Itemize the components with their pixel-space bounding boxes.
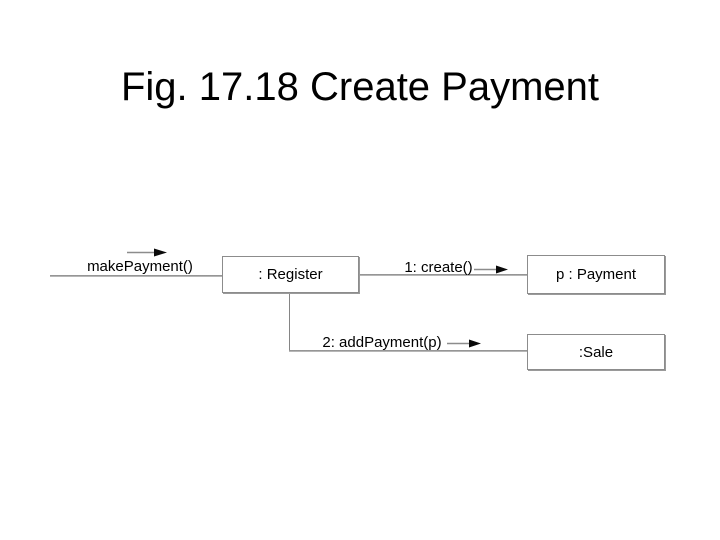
payment-object-box: p : Payment bbox=[527, 255, 665, 294]
register-object-box: : Register bbox=[222, 256, 359, 293]
link-line-register-sale-horizontal bbox=[289, 350, 528, 352]
sale-object-label: :Sale bbox=[578, 343, 614, 361]
register-object-label: : Register bbox=[258, 266, 323, 283]
message-label-add-payment: 2: addPayment(p) bbox=[322, 334, 442, 351]
sale-object-box: :Sale bbox=[527, 334, 665, 370]
message-direction-right-arrow-icon bbox=[474, 265, 508, 274]
payment-object-label: p : Payment bbox=[555, 266, 637, 283]
link-line-actor-register bbox=[50, 275, 222, 277]
message-label-make-payment: makePayment() bbox=[87, 258, 193, 275]
slide-title: Fig. 17.18 Create Payment bbox=[120, 65, 600, 109]
link-line-register-payment bbox=[359, 274, 528, 276]
message-direction-right-arrow-icon bbox=[127, 248, 167, 257]
link-line-register-sale-vertical bbox=[289, 293, 290, 351]
message-label-create: 1: create() bbox=[404, 259, 473, 276]
message-direction-right-arrow-icon bbox=[447, 339, 481, 348]
